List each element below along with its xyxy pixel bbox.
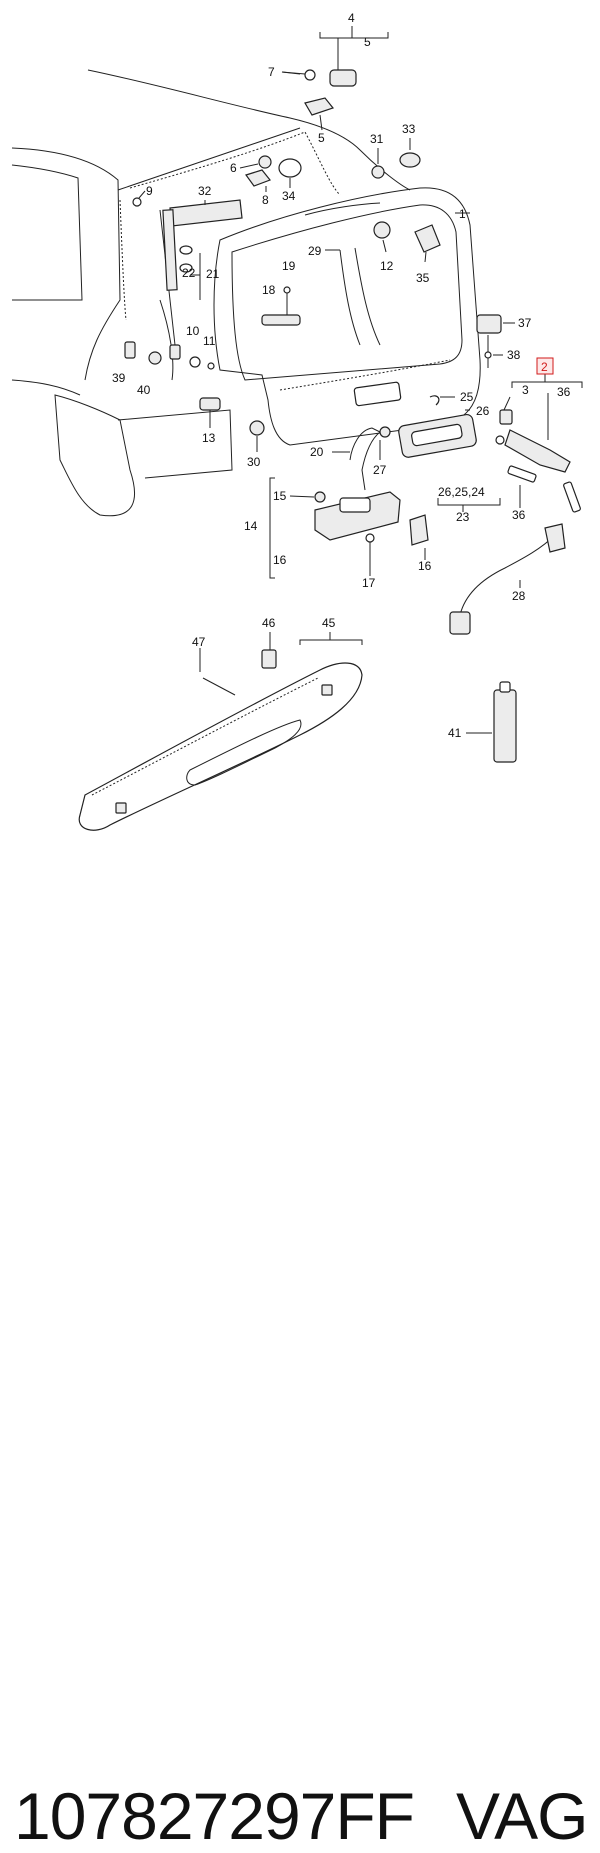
callout-47: 47: [192, 635, 206, 649]
callout-32: 32: [198, 184, 212, 198]
callout-34: 34: [282, 189, 296, 203]
callout-21: 21: [206, 267, 220, 281]
callout-3: 3: [522, 383, 529, 397]
callout-22: 22: [182, 266, 196, 280]
callout-5: 5: [318, 131, 325, 145]
callout-5: 5: [364, 35, 371, 49]
callout-41: 41: [448, 726, 462, 740]
callout-38: 38: [507, 348, 521, 362]
part-number: 107827297FF: [14, 1779, 415, 1853]
callout-11: 11: [203, 334, 216, 348]
callout-31: 31: [370, 132, 384, 146]
hinge-assembly: [281, 26, 389, 131]
callout-2-highlighted: 2: [541, 360, 548, 374]
callout-28: 28: [512, 589, 526, 603]
callout-36: 36: [512, 508, 526, 522]
callout-17: 17: [362, 576, 376, 590]
tailgate: [213, 187, 481, 446]
callout-16: 16: [273, 553, 287, 567]
callout-15: 15: [273, 489, 287, 503]
callout-26: 26: [476, 404, 490, 418]
lock-cylinder-parts: [476, 314, 583, 513]
callout-27: 27: [373, 463, 387, 477]
callout-13: 13: [202, 431, 216, 445]
callout-40: 40: [137, 383, 151, 397]
callout-35: 35: [416, 271, 430, 285]
cleaner-bottle: [466, 681, 517, 763]
car-body-outline: [11, 69, 411, 517]
callout-23: 23: [456, 510, 470, 524]
callout-1: 1: [459, 207, 466, 221]
callout-39: 39: [112, 371, 126, 385]
callout-36: 36: [557, 385, 571, 399]
wiring-harness: [449, 523, 566, 635]
callout-33: 33: [402, 122, 416, 136]
callout-25: 25: [460, 390, 474, 404]
callout-9: 9: [146, 184, 153, 198]
rear-spoiler: [78, 632, 363, 831]
locking-motor: [269, 477, 429, 579]
callout-19: 19: [282, 259, 296, 273]
highlight-box: [536, 357, 554, 375]
callout-29: 29: [308, 244, 322, 258]
callout-18: 18: [262, 283, 276, 297]
footer: 107827297FF VAG: [0, 885, 600, 1852]
callout-8: 8: [262, 193, 269, 207]
callout-16: 16: [418, 559, 432, 573]
callout-45: 45: [322, 616, 336, 630]
callout-7: 7: [268, 65, 275, 79]
callout-labels: 4 5 7 5 31 33 6 8 34 9 32 1 29 12 35 22 …: [112, 11, 571, 740]
upper-small-parts: [132, 152, 441, 346]
brand-label: VAG: [456, 1779, 588, 1853]
exploded-parts-diagram: 4 5 7 5 31 33 6 8 34 9 32 1 29 12 35 22 …: [11, 11, 583, 831]
callout-26-25-24: 26,25,24: [438, 485, 485, 499]
callout-46: 46: [262, 616, 276, 630]
leader-lines: [138, 37, 549, 672]
callout-4: 4: [348, 11, 355, 25]
callout-6: 6: [230, 161, 237, 175]
callout-30: 30: [247, 455, 261, 469]
lower-left-parts: [124, 341, 265, 436]
callout-20: 20: [310, 445, 324, 459]
callout-12: 12: [380, 259, 394, 273]
callout-10: 10: [186, 324, 200, 338]
handle-parts: [349, 395, 477, 491]
callout-37: 37: [518, 316, 532, 330]
callout-14: 14: [244, 519, 258, 533]
